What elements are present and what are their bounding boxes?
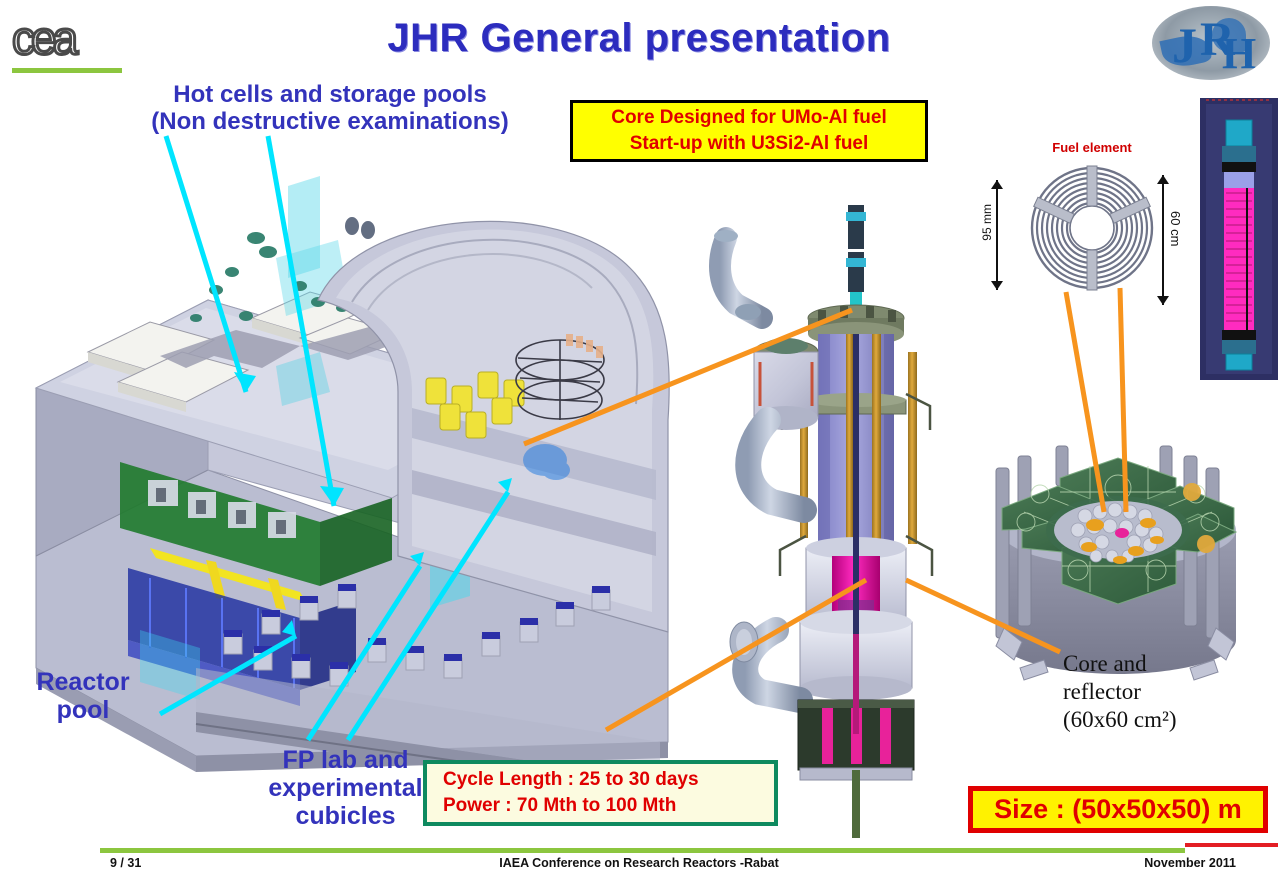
cycle-power-box: Cycle Length : 25 to 30 days Power : 70 … (423, 760, 778, 826)
footer-conference-name: IAEA Conference on Research Reactors -Ra… (499, 856, 779, 870)
cea-logo-text: cea (11, 11, 80, 66)
jhr-logo-oval: J R H (1152, 6, 1270, 80)
size-box: Size : (50x50x50) m (968, 786, 1268, 833)
page-title: JHR General presentation (387, 16, 891, 60)
callout-core-reflector-line2: reflector (1063, 679, 1141, 705)
jhr-logo: J R H (1152, 6, 1272, 84)
jhr-logo-letter-h: H (1222, 29, 1257, 78)
callout-hot-cells-line2: (Non destructive examinations) (151, 107, 509, 135)
jhr-logo-letter-r: R (1200, 13, 1235, 66)
callout-hot-cells: Hot cells and storage pools (Non destruc… (105, 81, 555, 136)
callout-core-reflector: Core and reflector (60x60 cm²) (1063, 650, 1243, 734)
core-reflector-render (995, 445, 1238, 681)
jhr-logo-swirl2-icon (1212, 18, 1246, 52)
fuel-info-box: Core Designed for UMo-Al fuel Start-up w… (570, 100, 928, 162)
cea-logo-green-bar (12, 68, 122, 73)
callout-core-reflector-line3: (60x60 cm²) (1063, 707, 1177, 733)
leader-arrowheads-cyan (234, 372, 512, 636)
fuel-assembly-section-panel (1200, 98, 1278, 380)
cea-logo: cea (8, 10, 126, 82)
power-line: Power : 70 Mth to 100 Mth (443, 795, 677, 816)
callout-reactor-pool: Reactor pool (8, 668, 158, 724)
footer: 9 / 31 IAEA Conference on Research React… (0, 856, 1278, 876)
reactor-vessel-render (709, 205, 934, 838)
dimension-95mm-arrow-bottom-icon (991, 281, 1003, 290)
footer-red-rule (1185, 843, 1278, 847)
dimension-60cm: 60 cm (1156, 175, 1186, 305)
callout-core-reflector-line1: Core and (1063, 651, 1147, 676)
dimension-95mm-label: 95 mm (980, 204, 994, 241)
footer-date: November 2011 (1144, 856, 1236, 870)
callout-fp-lab-line3: cubicles (295, 802, 396, 830)
leader-lines-orange (523, 287, 1129, 733)
cycle-length-line: Cycle Length : 25 to 30 days (443, 769, 699, 791)
fuel-info-line2: Start-up with U3Si2-Al fuel (629, 133, 869, 154)
callout-fp-lab: FP lab and experimental cubicles (243, 746, 448, 830)
callout-fp-lab-line1: FP lab and (282, 746, 409, 774)
dimension-95mm: 95 mm (980, 180, 1003, 290)
dimension-60cm-arrow-bottom-icon (1157, 296, 1169, 305)
size-text: Size : (50x50x50) m (994, 794, 1242, 824)
footer-page-number: 9 / 31 (110, 856, 142, 870)
fuel-element-coil-render (1030, 165, 1154, 291)
jhr-logo-letter-j: J (1172, 17, 1197, 73)
dimension-95mm-bar (996, 180, 998, 290)
dimension-60cm-bar (1162, 175, 1164, 305)
fuel-info-line1: Core Designed for UMo-Al fuel (611, 107, 887, 129)
callout-hot-cells-line1: Hot cells and storage pools (173, 81, 487, 108)
fuel-element-label: Fuel element (1052, 140, 1132, 155)
footer-green-rule (100, 848, 1185, 853)
dimension-60cm-label: 60 cm (1168, 211, 1183, 247)
callout-reactor-pool-line1: Reactor (36, 668, 130, 696)
callout-reactor-pool-line2: pool (56, 696, 110, 724)
callout-fp-lab-line2: experimental (268, 774, 423, 802)
leader-lines-cyan (158, 135, 511, 742)
